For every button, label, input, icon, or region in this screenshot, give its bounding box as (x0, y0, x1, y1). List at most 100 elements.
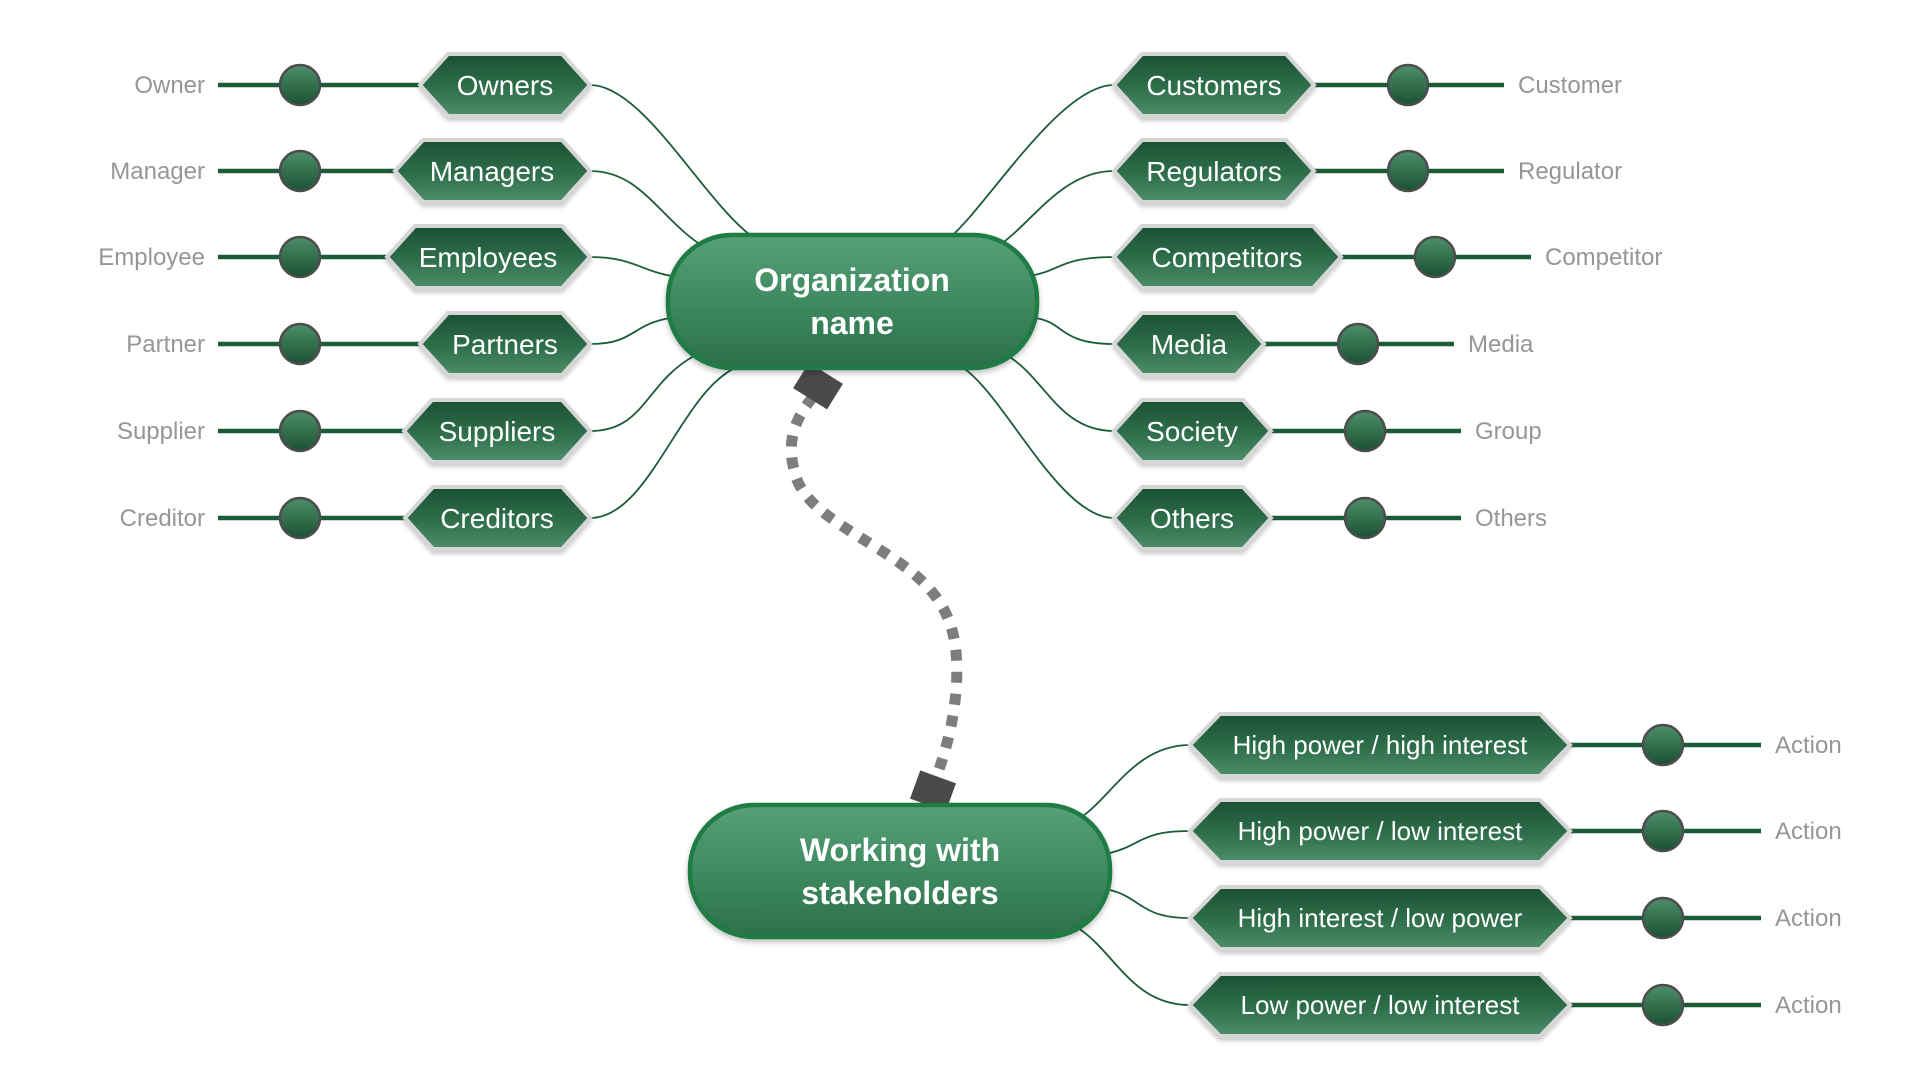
leaf-label[interactable]: Action (1775, 818, 1842, 845)
branch-connector-circle[interactable] (1386, 63, 1430, 107)
leaf-label[interactable]: Others (1475, 505, 1547, 532)
bottom-branch-high-power-low-interest: High power / low interest Action (1187, 798, 1842, 864)
branch-connector-circle[interactable] (278, 409, 322, 453)
connector-right-media (1034, 317, 1115, 345)
left-branch-employees: Employees Employee (98, 224, 593, 290)
leaf-label[interactable]: Action (1775, 905, 1842, 932)
leaf-label[interactable]: Owner (134, 72, 205, 99)
branch-connector-circle[interactable] (278, 496, 322, 540)
leaf-label[interactable]: Competitor (1545, 244, 1662, 271)
strategy-hexagon-1[interactable] (1187, 712, 1573, 778)
leaf-label[interactable]: Employee (98, 244, 205, 271)
center-to-branch-connectors (589, 84, 1191, 1006)
central-node-working-with-stakeholders[interactable]: Working with stakeholders (687, 802, 1113, 940)
leaf-label[interactable]: Action (1775, 732, 1842, 759)
stakeholder-hexagon-regulators[interactable] (1111, 138, 1317, 204)
stakeholder-hexagon-media[interactable] (1111, 311, 1267, 377)
right-branch-regulators: Regulators Regulator (1111, 138, 1622, 204)
connector-left-partners (589, 317, 671, 345)
connector-left-employees (589, 256, 679, 278)
leaf-label[interactable]: Regulator (1518, 158, 1622, 185)
strategy-hexagon-2[interactable] (1187, 798, 1573, 864)
leaf-label[interactable]: Media (1468, 331, 1534, 358)
bottom-branch-high-power-high-interest: High power / high interest Action (1187, 712, 1842, 778)
hexagon-label: Society (1146, 416, 1238, 447)
hexagon-label: Low power / low interest (1241, 990, 1521, 1020)
relationship-dashed-curve (785, 393, 963, 786)
hexagon-label: Creditors (440, 503, 554, 534)
bottom-branch-high-interest-low-power: High interest / low power Action (1187, 885, 1842, 951)
stakeholder-hexagon-owners[interactable] (417, 52, 593, 118)
leaf-label[interactable]: Group (1475, 418, 1542, 445)
stakeholder-hexagon-others[interactable] (1111, 485, 1274, 551)
bottom-branch-low-power-low-interest: Low power / low interest Action (1187, 972, 1842, 1038)
strategy-hexagon-3[interactable] (1187, 885, 1573, 951)
branch-connector-circle[interactable] (278, 322, 322, 366)
working-node-shape[interactable] (687, 802, 1113, 940)
organization-title-line2: name (810, 305, 894, 341)
relationship-endpoint-bottom (910, 770, 956, 812)
branch-connector-circle[interactable] (278, 149, 322, 193)
stakeholder-hexagon-customers[interactable] (1111, 52, 1317, 118)
connector-bottom-row3 (1109, 889, 1191, 919)
connector-left-suppliers (589, 355, 695, 432)
hexagon-label: Regulators (1146, 156, 1281, 187)
branch-connector-circle[interactable] (278, 235, 322, 279)
leaf-label[interactable]: Creditor (120, 505, 205, 532)
branch-connector-circle[interactable] (1641, 896, 1685, 940)
connector-right-others (961, 366, 1115, 519)
connector-right-regulators (991, 170, 1115, 251)
branch-connector-circle[interactable] (1343, 409, 1387, 453)
connector-bottom-row1 (1079, 744, 1191, 819)
hexagon-label: Competitors (1152, 242, 1303, 273)
hexagon-label: Media (1151, 329, 1228, 360)
working-title-line1: Working with (800, 832, 1000, 868)
branch-connector-circle[interactable] (1641, 723, 1685, 767)
branch-connector-circle[interactable] (1641, 983, 1685, 1027)
connector-bottom-row2 (1109, 830, 1191, 854)
organization-node-shape[interactable] (665, 232, 1040, 371)
left-branch-owners: Owners Owner (134, 52, 593, 118)
strategy-hexagon-4[interactable] (1187, 972, 1573, 1038)
relationship-connector (785, 362, 963, 812)
connector-right-society (1007, 355, 1115, 432)
leaf-label[interactable]: Manager (110, 158, 205, 185)
stakeholder-hexagon-creditors[interactable] (402, 485, 593, 551)
stakeholder-hexagon-employees[interactable] (384, 224, 593, 290)
hexagon-label: High power / high interest (1233, 730, 1529, 760)
organization-title-line1: Organization (754, 262, 950, 298)
central-node-organization[interactable]: Organization name (665, 232, 1040, 371)
right-branch-society: Society Group (1111, 398, 1542, 464)
branch-connector-circle[interactable] (1386, 149, 1430, 193)
stakeholder-hexagon-competitors[interactable] (1111, 224, 1344, 290)
branch-connector-circle[interactable] (1343, 496, 1387, 540)
branch-connector-circle[interactable] (278, 63, 322, 107)
leaf-label[interactable]: Action (1775, 992, 1842, 1019)
hexagon-label: High interest / low power (1238, 903, 1523, 933)
right-branch-customers: Customers Customer (1111, 52, 1622, 118)
connector-right-competitors (1027, 256, 1115, 277)
right-branch-media: Media Media (1111, 311, 1534, 377)
hexagon-label: Others (1150, 503, 1234, 534)
stakeholder-hexagon-partners[interactable] (417, 311, 593, 377)
branch-connector-circle[interactable] (1641, 809, 1685, 853)
hexagon-label: Partners (452, 329, 558, 360)
connector-left-creditors (589, 366, 738, 519)
hexagon-label: Customers (1146, 70, 1281, 101)
hexagon-label: Employees (419, 242, 558, 273)
leaf-label[interactable]: Supplier (117, 418, 205, 445)
leaf-label[interactable]: Partner (126, 331, 205, 358)
connector-left-managers (589, 170, 714, 253)
leaf-label[interactable]: Customer (1518, 72, 1622, 99)
stakeholder-hexagon-managers[interactable] (392, 138, 593, 204)
connector-bottom-row4 (1077, 927, 1191, 1006)
stakeholder-hexagon-society[interactable] (1111, 398, 1274, 464)
stakeholder-hexagon-suppliers[interactable] (401, 398, 593, 464)
branch-connector-circle[interactable] (1336, 322, 1380, 366)
left-branch-suppliers: Suppliers Supplier (117, 398, 593, 464)
branch-connector-circle[interactable] (1413, 235, 1457, 279)
relationship-endpoint-top (793, 362, 843, 410)
hexagon-label: High power / low interest (1238, 816, 1523, 846)
left-branch-creditors: Creditors Creditor (120, 485, 593, 551)
